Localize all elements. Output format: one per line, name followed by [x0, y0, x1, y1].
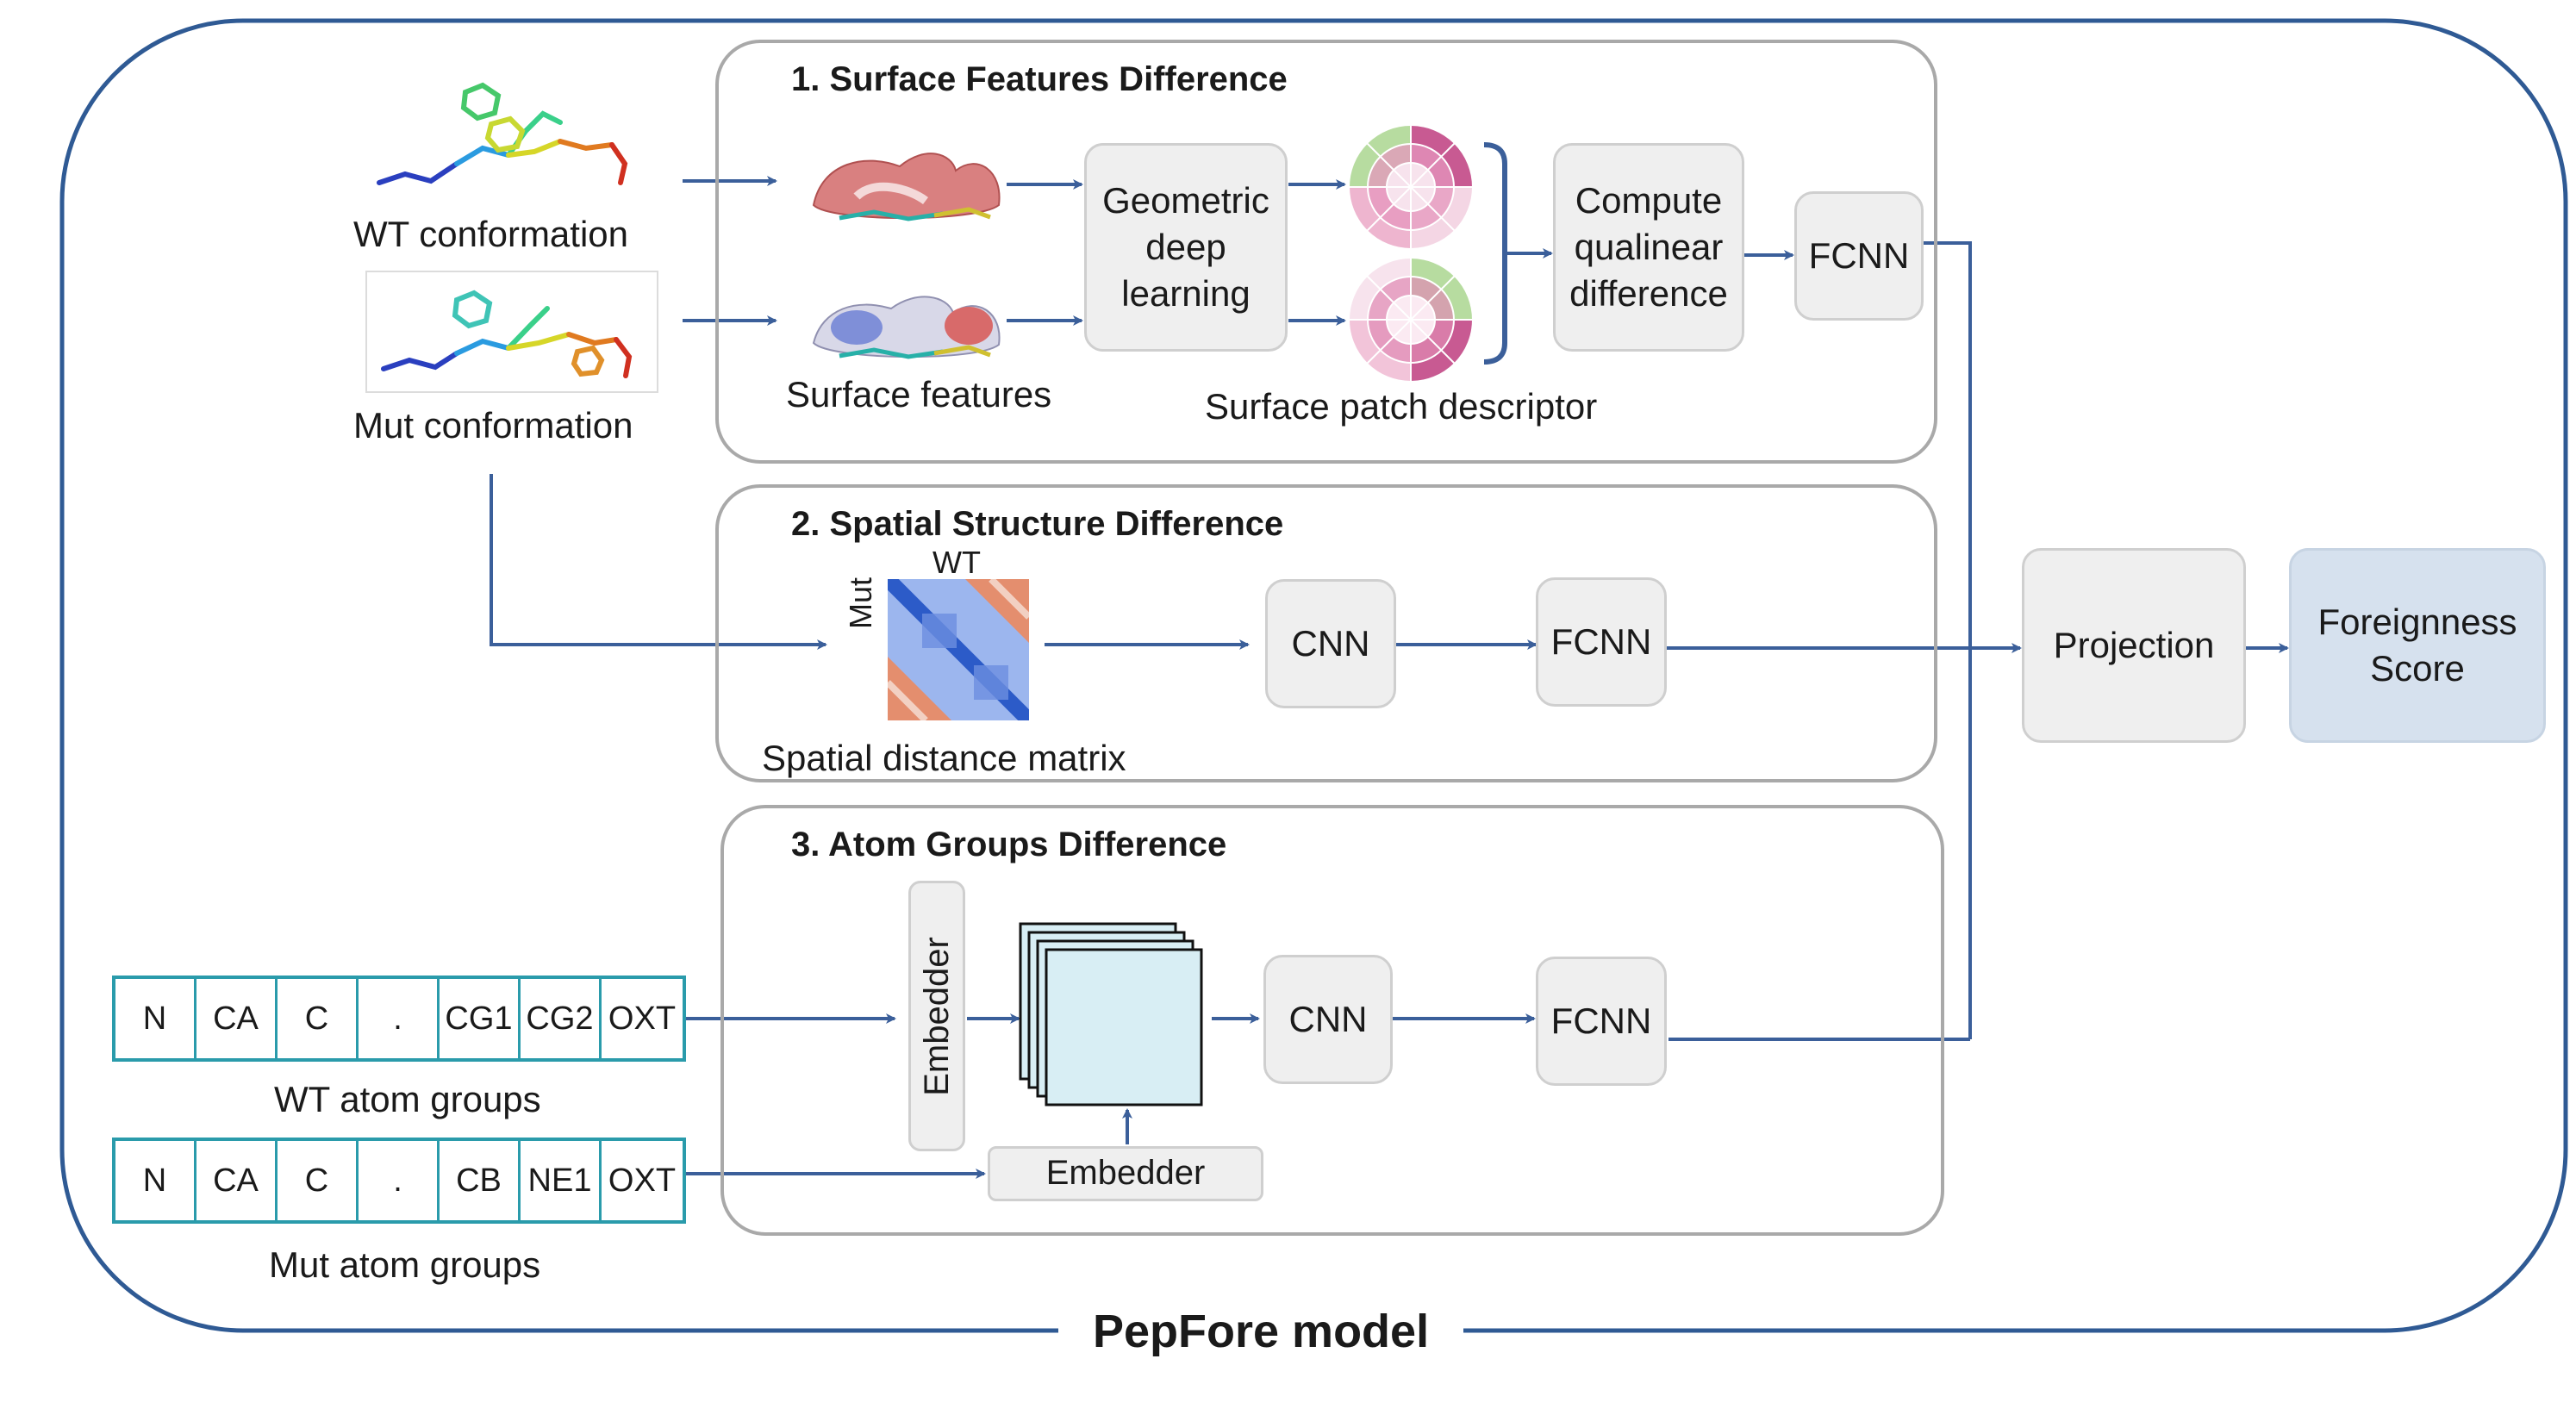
- surface-wt-image: [812, 153, 1001, 221]
- panel-surface-features: [715, 40, 1937, 464]
- fcnn-spatial-text: FCNN: [1550, 621, 1652, 663]
- geometric-deep-learning-text: Geometric deep learning: [1102, 180, 1269, 314]
- mut-atom-cell: OXT: [608, 1162, 677, 1199]
- fcnn-atom-text: FCNN: [1550, 1000, 1652, 1042]
- line-fcnn1-to-bus: [1924, 241, 1972, 1039]
- matrix-mut-axis-label: Mut: [843, 577, 878, 629]
- wt-atom-cell: .: [359, 979, 440, 1058]
- cnn-spatial-text: CNN: [1291, 623, 1370, 664]
- wt-atom-cell: C: [278, 979, 359, 1058]
- wt-conformation-label: WT conformation: [353, 214, 628, 254]
- section2-title: 2. Spatial Structure Difference: [791, 505, 1284, 543]
- mut-atom-cell: N: [115, 1141, 196, 1220]
- mut-atom-cell: .: [359, 1141, 440, 1220]
- surface-patch-descriptor-2: [1348, 257, 1474, 383]
- embedder-horizontal-box: Embedder: [988, 1146, 1263, 1201]
- section1-title: 1. Surface Features Difference: [791, 60, 1288, 98]
- wt-atom-cell: OXT: [608, 1000, 677, 1037]
- matrix-wt-axis-label: WT: [932, 545, 981, 580]
- surface-features-label: Surface features: [786, 374, 1052, 415]
- mut-conformation-label: Mut conformation: [353, 405, 633, 446]
- fcnn-surface-box: FCNN: [1794, 191, 1924, 321]
- wt-atom-cell: CG2: [521, 979, 602, 1058]
- cnn-atom-text: CNN: [1288, 999, 1368, 1040]
- embedder-vertical-text: Embedder: [917, 936, 956, 1096]
- wt-conformation-image: [377, 82, 628, 185]
- model-title: PepFore model: [1058, 1305, 1464, 1358]
- mut-atom-cell: C: [278, 1141, 359, 1220]
- projection-box: Projection: [2022, 548, 2246, 743]
- spatial-distance-matrix-image: [888, 579, 1029, 720]
- mut-conformation-frame: [365, 271, 658, 393]
- mut-atom-groups-label: Mut atom groups: [269, 1244, 541, 1285]
- fcnn-atom-box: FCNN: [1536, 957, 1667, 1086]
- feature-map-stack-icon: [1019, 922, 1203, 1106]
- arrow-mut-to-matrix: [490, 474, 827, 650]
- fcnn-surface-text: FCNN: [1808, 235, 1910, 277]
- wt-atom-cell: CG1: [440, 979, 521, 1058]
- surface-patch-descriptor-1: [1348, 124, 1474, 250]
- mut-atom-groups-row: N CA C . CB NE1 OXT: [112, 1138, 686, 1224]
- panel-spatial-structure: [715, 484, 1937, 782]
- cnn-atom-box: CNN: [1263, 955, 1393, 1084]
- cnn-spatial-box: CNN: [1265, 579, 1396, 708]
- compute-qualinear-difference-box: Compute qualinear difference: [1553, 143, 1744, 352]
- spatial-distance-matrix-label: Spatial distance matrix: [762, 738, 1126, 778]
- wt-atom-groups-label: WT atom groups: [274, 1079, 541, 1119]
- surface-patch-descriptor-label: Surface patch descriptor: [1205, 386, 1598, 427]
- wt-atom-cell: CA: [196, 979, 278, 1058]
- geometric-deep-learning-box: Geometric deep learning: [1084, 143, 1288, 352]
- foreignness-score-box: Foreignness Score: [2289, 548, 2546, 743]
- compute-qualinear-difference-text: Compute qualinear difference: [1569, 180, 1728, 314]
- embedder-vertical-box: Embedder: [908, 881, 965, 1151]
- section3-title: 3. Atom Groups Difference: [791, 826, 1227, 863]
- mut-atom-cell: CA: [196, 1141, 278, 1220]
- surface-mut-image: [812, 296, 1001, 359]
- projection-text: Projection: [2053, 625, 2215, 666]
- embedder-horizontal-text: Embedder: [1045, 1154, 1206, 1193]
- mut-atom-cell: CB: [440, 1141, 521, 1220]
- mut-atom-cell: NE1: [521, 1141, 602, 1220]
- wt-atom-cell: N: [115, 979, 196, 1058]
- fcnn-spatial-box: FCNN: [1536, 577, 1667, 707]
- foreignness-score-text: Foreignness Score: [2317, 602, 2517, 689]
- wt-atom-groups-row: N CA C . CG1 CG2 OXT: [112, 976, 686, 1062]
- panel-atom-groups: [720, 805, 1944, 1236]
- mut-conformation-image: [381, 290, 633, 378]
